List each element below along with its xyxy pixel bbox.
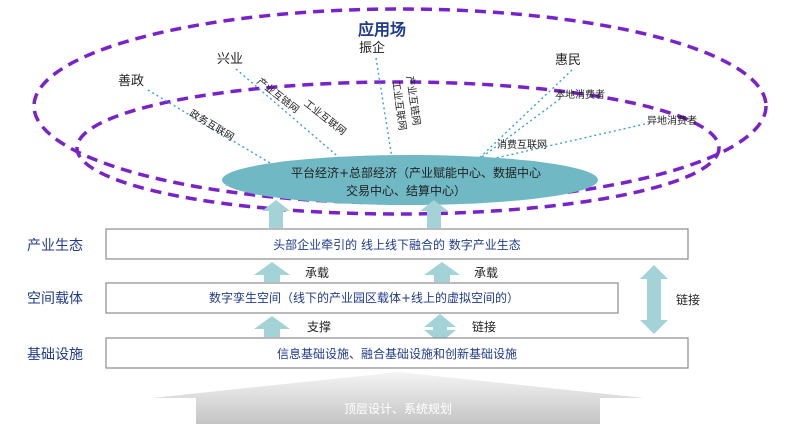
node-remote-consumer: 异地消费者	[647, 114, 697, 127]
arrow-label-link-side: 链接	[676, 292, 700, 307]
platform-ellipse	[222, 155, 598, 205]
layer-label-infrastructure: 基础设施	[27, 346, 83, 363]
layer-box-infrastructure	[105, 337, 689, 369]
arrow-up-right-to-platform	[420, 200, 448, 228]
arrow-up-left-to-platform	[262, 200, 290, 228]
arrow-up-support	[254, 316, 290, 337]
arrow-up-carry-left	[254, 262, 290, 282]
foundation-arrow	[152, 372, 644, 424]
node-xingye: 兴业	[217, 52, 243, 67]
arrow-label-carry-left: 承载	[305, 266, 329, 280]
arrow-up-carry-right	[424, 262, 460, 282]
inner-application-ellipse	[75, 80, 721, 216]
link-lines	[147, 57, 646, 176]
layer-box-space	[105, 282, 619, 314]
link-label-industry-chain-a: 产业互链网	[254, 75, 301, 116]
node-huimin: 惠民	[555, 53, 581, 68]
layer-label-space: 空间载体	[27, 291, 83, 307]
node-local-consumer: 本地消费者	[555, 88, 605, 101]
arrow-double-link-mid	[424, 314, 456, 343]
link-label-gov-internet: 政务互联网	[187, 107, 237, 144]
layer-content-ecology: 头部企业牵引的 线上线下融合的 数字产业生态	[273, 237, 521, 252]
layer-box-ecology	[105, 228, 689, 260]
layer-content-infrastructure: 信息基础设施、融合基础设施和创新基础设施	[277, 346, 517, 361]
link-line-remote-consumer	[473, 123, 646, 164]
arrow-label-link-mid: 链接	[472, 319, 496, 334]
layer-label-ecology: 产业生态	[27, 238, 83, 254]
platform-text-line2: 交易中心、结算中心）	[346, 183, 466, 198]
outer-application-ellipse	[32, 7, 768, 205]
layer-content-space: 数字孪生空间（线下的产业园区载体+线上的虚拟空间的）	[209, 290, 519, 305]
node-shanzheng: 善政	[118, 73, 144, 89]
foundation-text: 顶层设计、系统规划	[344, 401, 452, 416]
link-line-xingye	[235, 68, 343, 161]
link-label-consumer-internet: 消费互联网	[497, 138, 547, 151]
platform-text-line1: 平台经济+总部经济（产业赋能中心、数据中心	[291, 165, 541, 180]
side-double-arrow	[640, 265, 668, 334]
node-zhenqi: 振企	[359, 40, 385, 56]
arrow-label-carry-right: 承载	[474, 266, 498, 280]
application-field-title: 应用场	[358, 20, 406, 39]
link-line-zhenqi	[375, 57, 393, 159]
arrow-label-support: 支撑	[307, 319, 331, 334]
